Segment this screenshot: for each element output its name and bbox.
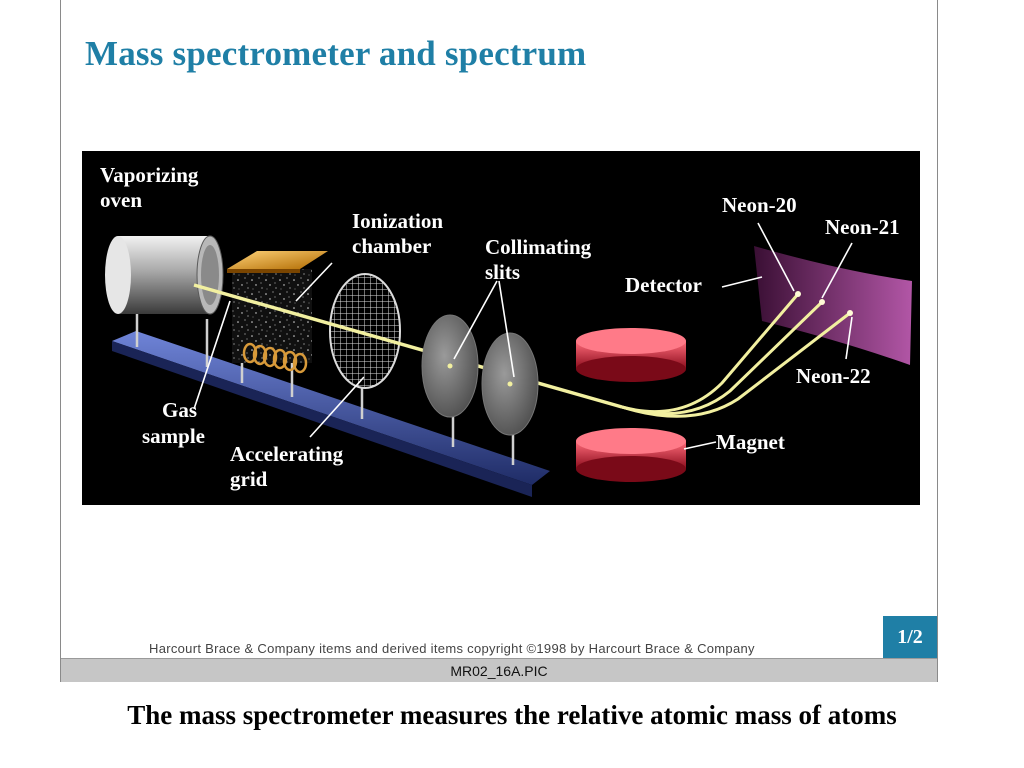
label-collimating-slits-line2: slits bbox=[485, 260, 520, 284]
label-neon-21: Neon-21 bbox=[825, 215, 900, 239]
page-number-badge: 1/2 bbox=[883, 616, 937, 658]
slide-title: Mass spectrometer and spectrum bbox=[85, 34, 587, 73]
label-accelerating-grid-line1: Accelerating bbox=[230, 442, 344, 466]
label-detector: Detector bbox=[625, 273, 702, 297]
accelerating-grid bbox=[329, 273, 401, 389]
magnet-lower-pole bbox=[576, 428, 686, 482]
label-neon-20: Neon-20 bbox=[722, 193, 797, 217]
beam-impacts bbox=[795, 291, 853, 316]
heating-coil bbox=[242, 342, 308, 374]
slide: Mass spectrometer and spectrum bbox=[60, 0, 938, 682]
label-magnet: Magnet bbox=[716, 430, 785, 454]
base-plate bbox=[112, 331, 550, 485]
label-collimating-slits-line1: Collimating bbox=[485, 235, 592, 259]
label-vaporizing-oven-line2: oven bbox=[100, 188, 142, 212]
file-name: MR02_16A.PIC bbox=[450, 662, 548, 679]
slide-caption: The mass spectrometer measures the relat… bbox=[127, 700, 897, 730]
label-accelerating-grid-line2: grid bbox=[230, 467, 268, 491]
ion-beam bbox=[193, 283, 623, 409]
detector bbox=[754, 246, 912, 365]
base-plate-edge bbox=[112, 341, 532, 497]
label-vaporizing-oven-line1: Vaporizing bbox=[100, 163, 199, 187]
leader-lines bbox=[193, 222, 853, 450]
ionization-plate bbox=[227, 251, 328, 269]
ionization-chamber bbox=[227, 251, 328, 363]
deflected-beams bbox=[621, 293, 851, 418]
label-gas-sample-line2: sample bbox=[142, 424, 205, 448]
label-ionization-chamber-line2: chamber bbox=[352, 234, 431, 258]
label-neon-22: Neon-22 bbox=[796, 364, 871, 388]
mass-spectrometer-diagram: Vaporizing oven Ionization chamber Colli… bbox=[82, 151, 920, 505]
file-name-bar: MR02_16A.PIC bbox=[61, 658, 937, 682]
vaporizing-oven bbox=[105, 235, 224, 315]
label-gas-sample-line1: Gas bbox=[162, 398, 197, 422]
magnet-upper-pole bbox=[576, 328, 686, 382]
copyright-notice: Harcourt Brace & Company items and deriv… bbox=[149, 641, 755, 656]
label-ionization-chamber-line1: Ionization bbox=[352, 209, 443, 233]
